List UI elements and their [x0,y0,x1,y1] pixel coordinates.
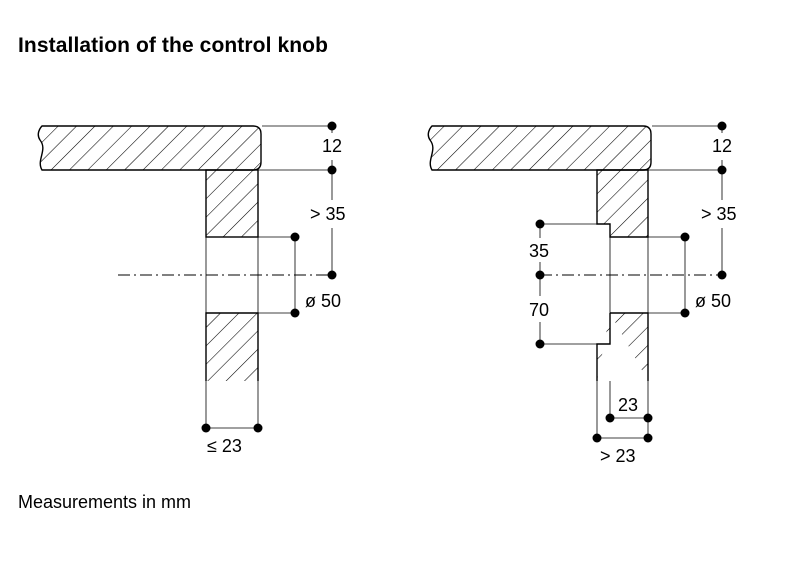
right-dim-inner-thickness: 23 [618,395,638,415]
left-dim-diameter: ø 50 [305,291,341,311]
left-dim-thickness: ≤ 23 [207,436,242,456]
left-dim-gap: > 35 [310,204,346,224]
left-diagram: 12 > 35 ø 50 ≤ 23 [37,121,346,456]
right-dim-recess-lower: 70 [529,300,549,320]
right-dim-outer-thickness: > 23 [600,446,636,466]
left-panel-upper [205,169,259,238]
left-worktop [37,125,262,171]
right-worktop [427,125,652,171]
left-dim-top: 12 [322,136,342,156]
right-diagram: 12 > 35 ø 50 35 70 23 > 23 [427,121,737,466]
right-dim-recess-upper: 35 [529,241,549,261]
right-panel-lower [596,312,649,381]
page-title: Installation of the control knob [18,34,329,57]
right-panel-upper [596,169,649,238]
measurement-note: Measurements in mm [18,492,192,512]
right-dim-diameter: ø 50 [695,291,731,311]
right-dim-gap: > 35 [701,204,737,224]
left-panel-lower [205,312,259,381]
right-dim-top: 12 [712,136,732,156]
